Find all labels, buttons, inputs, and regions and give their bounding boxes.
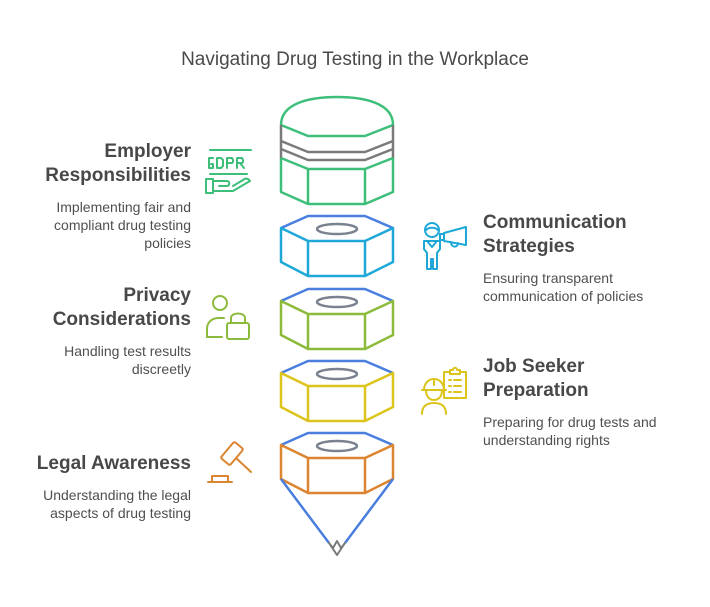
cap-band-body xyxy=(279,158,395,206)
item-heading: Privacy Considerations xyxy=(52,285,191,330)
diagram-title: Navigating Drug Testing in the Workplace xyxy=(181,49,529,70)
item-description: Understanding the legal aspects of drug … xyxy=(43,487,191,521)
nut-body xyxy=(279,371,395,423)
person-megaphone-icon xyxy=(423,222,467,270)
nut-hole xyxy=(315,367,359,381)
nut-segment-jobseeker xyxy=(279,359,395,423)
worker-clipboard-icon xyxy=(421,366,467,415)
item-description: Ensuring transparent communication of po… xyxy=(483,270,644,304)
thread-line-1 xyxy=(280,139,394,154)
item-privacy-considerations: Privacy Considerations Handling test res… xyxy=(0,284,191,378)
gavel-icon xyxy=(207,441,252,483)
item-heading: Job Seeker Preparation xyxy=(483,356,589,401)
item-communication-strategies: Communication Strategies Ensuring transp… xyxy=(483,211,703,305)
cap-segment-employer xyxy=(279,95,395,206)
cone-right xyxy=(344,478,394,544)
nut-top-back xyxy=(280,359,394,375)
nut-segment-privacy xyxy=(279,287,395,351)
item-description: Handling test results discreetly xyxy=(64,343,191,377)
nut-hole xyxy=(315,439,359,453)
item-heading: Employer Responsibilities xyxy=(45,141,191,186)
cap-dome xyxy=(279,95,395,126)
nut-hole xyxy=(315,295,359,309)
nut-segment-communication xyxy=(279,214,395,278)
nut-top-back xyxy=(280,287,394,303)
item-legal-awareness: Legal Awareness Understanding the legal … xyxy=(0,452,191,522)
nut-body xyxy=(279,299,395,351)
user-lock-icon xyxy=(206,295,250,340)
thread-line-2 xyxy=(280,147,394,162)
nut-body xyxy=(279,226,395,278)
cone-left xyxy=(280,478,330,544)
item-description: Preparing for drug tests and understandi… xyxy=(483,414,657,448)
item-heading: Communication Strategies xyxy=(483,212,627,257)
gdpr-hand-icon xyxy=(205,149,252,194)
cone-tip xyxy=(328,540,346,556)
nut-segment-legal xyxy=(279,431,395,556)
nut-top-back xyxy=(280,431,394,447)
item-heading: Legal Awareness xyxy=(36,453,191,474)
item-description: Implementing fair and compliant drug tes… xyxy=(54,199,191,251)
item-job-seeker-preparation: Job Seeker Preparation Preparing for dru… xyxy=(483,355,703,449)
cap-band-top xyxy=(280,156,394,171)
nut-hole xyxy=(315,222,359,236)
item-employer-responsibilities: Employer Responsibilities Implementing f… xyxy=(0,140,191,252)
cap-top-edge xyxy=(280,123,394,138)
nut-top-back xyxy=(280,214,394,230)
